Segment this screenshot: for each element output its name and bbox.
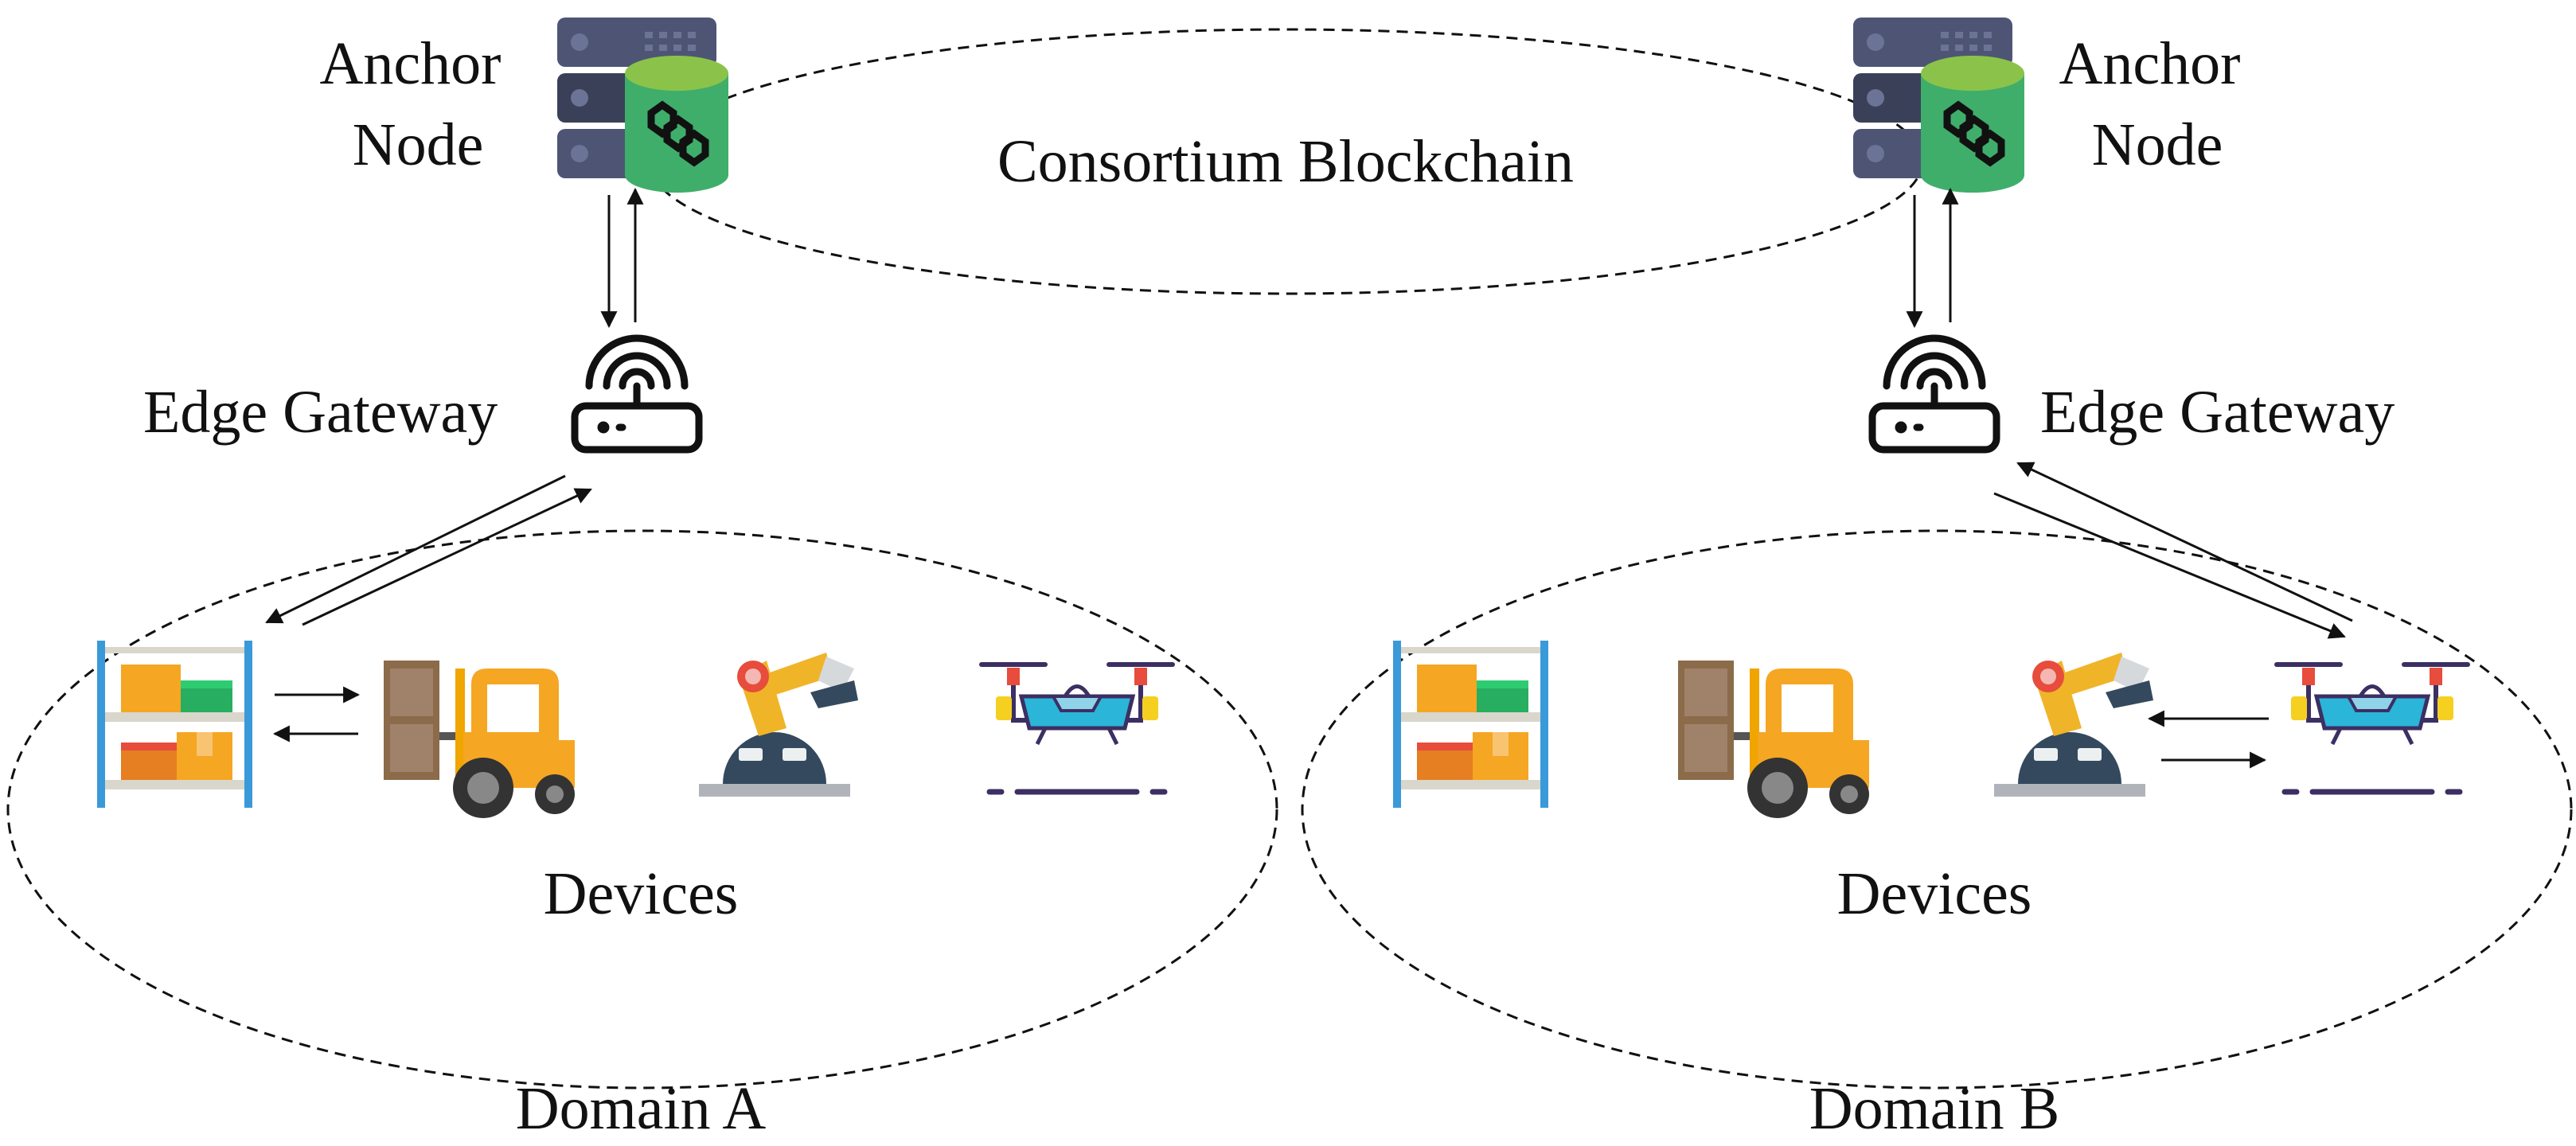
- devices-label-b: Devices: [1837, 860, 2032, 927]
- robot-arm-icon-b: [1994, 653, 2153, 797]
- drone-icon-a: [982, 665, 1173, 792]
- blockchain-server-icon-right: [1853, 18, 2024, 193]
- warehouse-shelf-icon-a: [97, 641, 252, 808]
- anchor-node-label-right: Anchor Node: [2059, 30, 2256, 178]
- anchor-node-label-left-line2: Node: [353, 111, 484, 178]
- domain-b-label: Domain B: [1809, 1075, 2060, 1142]
- wifi-router-icon-right: [1872, 338, 1996, 450]
- blockchain-server-icon-left: [557, 18, 728, 193]
- anchor-node-label-right-line2: Node: [2092, 111, 2223, 178]
- robot-arm-icon-a: [699, 653, 858, 797]
- edge-gateway-label-left: Edge Gateway: [143, 379, 498, 446]
- domain-a-label: Domain A: [516, 1075, 767, 1142]
- consortium-blockchain-label: Consortium Blockchain: [997, 128, 1574, 195]
- warehouse-shelf-icon-b: [1393, 641, 1548, 808]
- domain-a-ellipse: [6, 529, 1278, 1089]
- arrow-shelf-to-gateway-a: [302, 488, 592, 626]
- anchor-node-label-left: Anchor Node: [320, 30, 517, 178]
- arrow-gateway-to-shelf-a: [265, 474, 566, 624]
- forklift-icon-b: [1678, 661, 1869, 818]
- devices-label-a: Devices: [544, 860, 739, 927]
- forklift-icon-a: [384, 661, 575, 818]
- arrow-gateway-to-drone-b: [1993, 492, 2346, 639]
- arrow-drone-to-gateway-b: [2016, 462, 2353, 622]
- drone-icon-b: [2277, 665, 2468, 792]
- edge-gateway-label-right: Edge Gateway: [2040, 379, 2395, 446]
- wifi-router-icon-left: [575, 338, 699, 450]
- anchor-node-label-right-line1: Anchor: [2059, 30, 2241, 97]
- domain-b-ellipse: [1301, 529, 2573, 1089]
- anchor-node-label-left-line1: Anchor: [320, 30, 502, 97]
